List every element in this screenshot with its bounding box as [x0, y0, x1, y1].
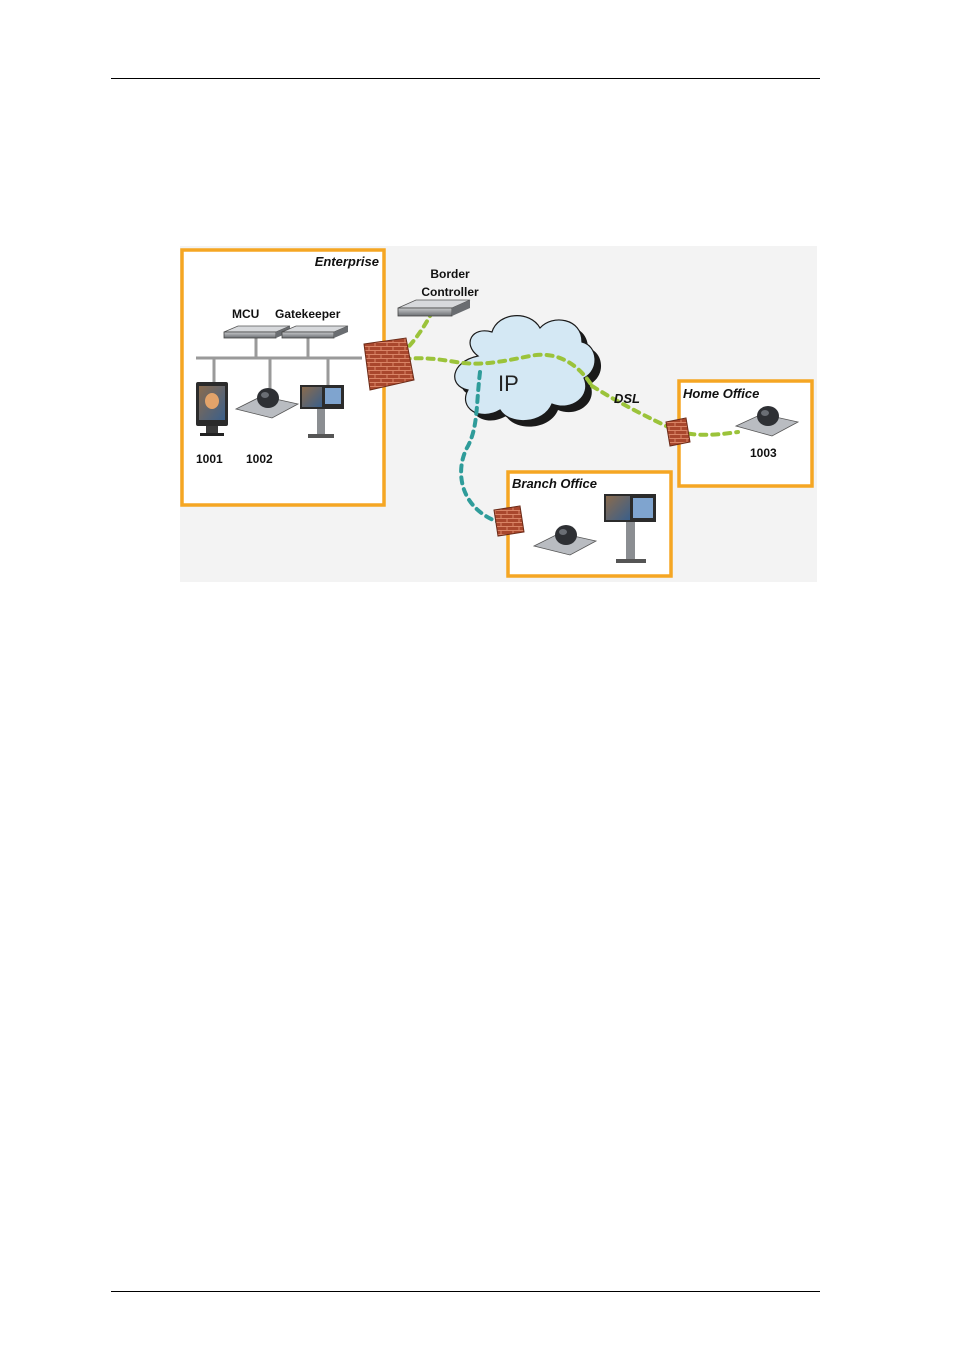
enterprise-label: Enterprise: [315, 254, 379, 269]
branch-office-label: Branch Office: [512, 476, 597, 491]
home-office-firewall-icon: [666, 418, 690, 446]
enterprise-firewall-icon: [364, 338, 414, 390]
endpoint-1003-label: 1003: [750, 446, 777, 460]
branch-office-firewall-icon: [494, 506, 524, 536]
footer-rule: [111, 1291, 820, 1292]
border-controller-label-line2: Controller: [421, 285, 479, 299]
dsl-label: DSL: [614, 391, 640, 406]
home-office-label: Home Office: [683, 386, 759, 401]
header-rule: [111, 78, 820, 79]
gatekeeper-device: [282, 326, 348, 338]
network-diagram: Enterprise Home Office Branch Office IP …: [180, 246, 817, 582]
endpoint-1001-label: 1001: [196, 452, 223, 466]
mcu-device: [224, 326, 290, 338]
ip-cloud-label: IP: [498, 371, 519, 396]
enterprise-region: [182, 250, 384, 505]
gatekeeper-label: Gatekeeper: [275, 307, 341, 321]
border-controller-label-line1: Border: [430, 267, 470, 281]
mcu-label: MCU: [232, 307, 259, 321]
endpoint-1002-label: 1002: [246, 452, 273, 466]
